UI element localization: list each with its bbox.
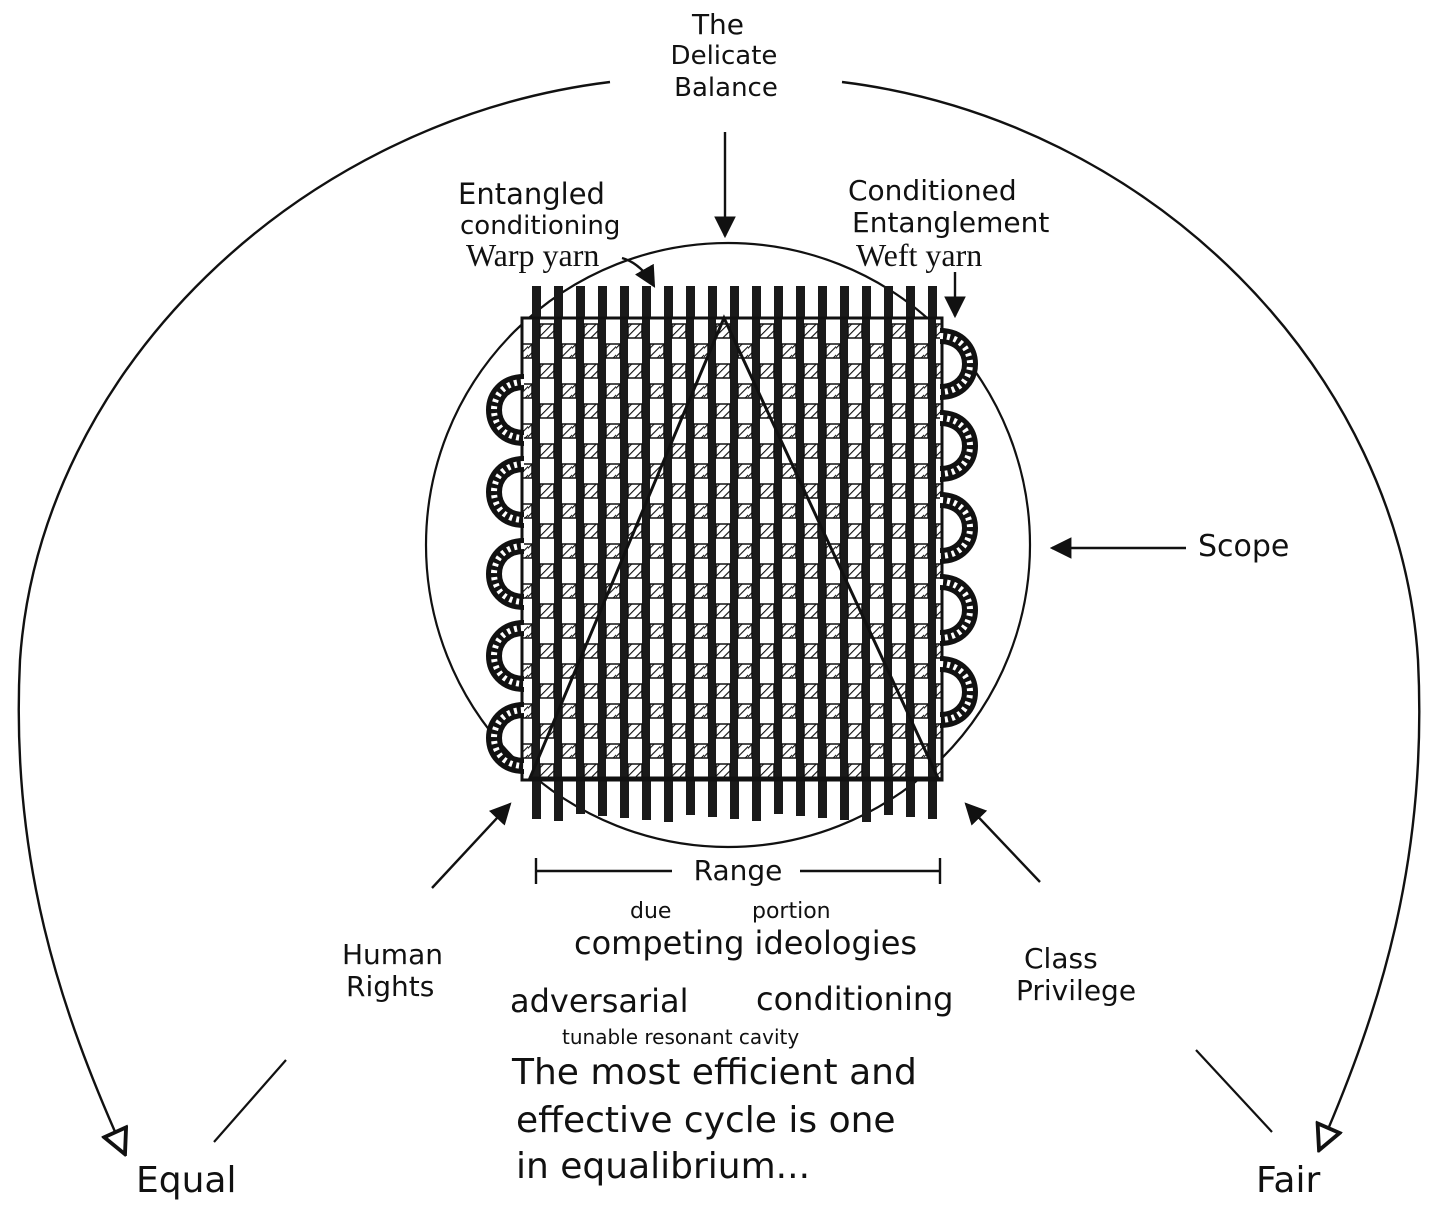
human-rights-label-1: Human (342, 938, 443, 971)
title-delicate: Delicate (671, 41, 778, 71)
warp-fringe-bottom (774, 780, 783, 814)
warp-fringe-bottom (730, 780, 739, 819)
warp-fringe-top (862, 286, 871, 318)
warp-fringe-top (752, 286, 761, 318)
warp-fringe-top (686, 286, 695, 318)
warp-fringe-top (818, 286, 827, 318)
warp-fringe-bottom (554, 780, 563, 821)
warp-fringe-bottom (708, 780, 717, 817)
warp-fringe-top (532, 286, 541, 318)
portion-label: portion (752, 899, 831, 924)
warp-fringe-bottom (928, 780, 937, 819)
warp-fringe-top (620, 286, 629, 318)
warp-fringe-bottom (598, 780, 607, 816)
warp-fringe-bottom (906, 780, 915, 817)
warp-fringe-bottom (818, 780, 827, 818)
adversarial-label: adversarial (510, 982, 689, 1020)
warp-fringe-top (554, 286, 563, 318)
scope-label: Scope (1198, 529, 1289, 564)
warp-yarn-arrow (622, 258, 654, 286)
warp-fringe-top (598, 286, 607, 318)
warp-fringe-top (796, 286, 805, 318)
warp-fringe-top (576, 286, 585, 318)
warp-fringe-bottom (664, 780, 673, 822)
conditioning-label: conditioning (756, 980, 953, 1018)
statement-line-1: The most efficient and (511, 1052, 917, 1093)
warp-fringe-top (906, 286, 915, 318)
warp-fringe-top (774, 286, 783, 318)
equal-connector-line (214, 1060, 286, 1142)
warp-fringe-bottom (620, 780, 629, 818)
weft-label-entanglement: Entanglement (852, 206, 1049, 239)
warp-fringe-bottom (796, 780, 805, 816)
class-privilege-label-1: Class (1024, 942, 1098, 975)
fair-label: Fair (1256, 1160, 1320, 1201)
human-rights-arrow (432, 804, 510, 888)
title-the: The (691, 8, 744, 41)
warp-fringe-bottom (884, 780, 893, 815)
warp-fringe-top (840, 286, 849, 318)
woven-fabric (494, 286, 970, 822)
competing-ideologies-label: competing ideologies (574, 924, 917, 962)
range-label: Range (694, 854, 783, 887)
title-balance: Balance (674, 73, 778, 103)
warp-fringe-bottom (752, 780, 761, 821)
statement-line-3: in equalibrium... (516, 1146, 810, 1187)
warp-fringe-top (884, 286, 893, 318)
due-label: due (630, 899, 671, 924)
warp-fringe-bottom (576, 780, 585, 814)
warp-fringe-top (642, 286, 651, 318)
fair-connector-line (1196, 1050, 1272, 1132)
tunable-cavity-label: tunable resonant cavity (562, 1025, 799, 1049)
warp-fringe-top (730, 286, 739, 318)
warp-fringe-bottom (686, 780, 695, 815)
warp-fringe-top (708, 286, 717, 318)
warp-label-warp-yarn: Warp yarn (466, 237, 599, 273)
warp-fringe-top (928, 286, 937, 318)
class-privilege-label-2: Privilege (1016, 974, 1136, 1007)
warp-fringe-bottom (862, 780, 871, 822)
class-privilege-arrow (966, 804, 1040, 882)
equal-label: Equal (136, 1160, 236, 1201)
statement-line-2: effective cycle is one (516, 1100, 896, 1141)
warp-fringe-bottom (840, 780, 849, 820)
weft-label-weft-yarn: Weft yarn (856, 237, 982, 273)
warp-fringe-top (664, 286, 673, 318)
warp-fringe-bottom (532, 780, 541, 819)
human-rights-label-2: Rights (346, 970, 434, 1003)
warp-fringe-bottom (642, 780, 651, 820)
weft-label-conditioned: Conditioned (848, 174, 1017, 207)
warp-label-entangled: Entangled (458, 177, 605, 211)
